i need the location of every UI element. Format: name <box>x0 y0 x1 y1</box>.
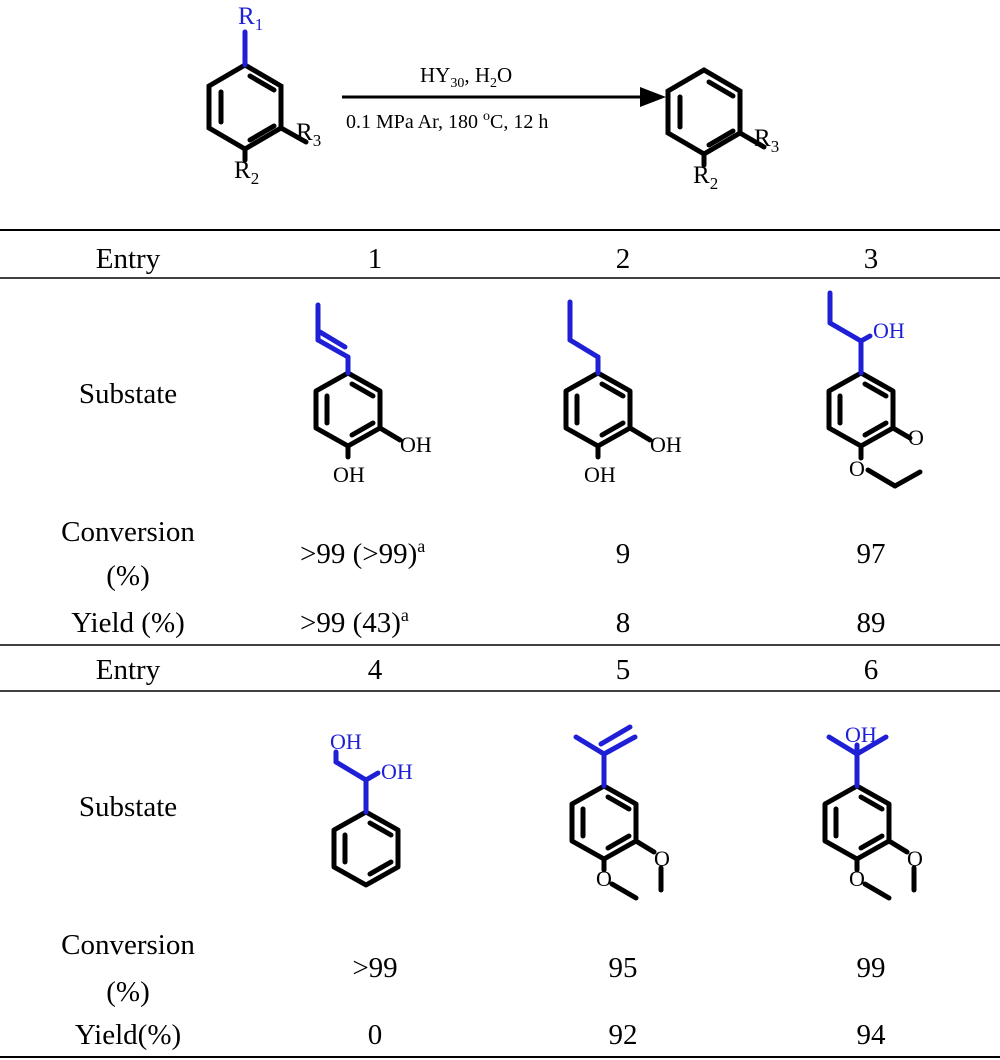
block-1-values: 1 2 3 >99 (>99)a 9 97 >99 (43)a 8 89 <box>300 243 886 639</box>
product-r2-label: R2 <box>693 162 718 193</box>
substrate-3-structure <box>826 290 923 489</box>
substrate-5-structure <box>569 724 664 901</box>
entry-4: 4 <box>368 654 383 686</box>
entry-3: 3 <box>864 243 879 275</box>
reagent-line-1: HY30, H2O <box>420 63 512 91</box>
substrate-6-structure <box>822 734 917 901</box>
block-2-values: 4 5 6 >99 95 99 0 92 94 <box>352 654 886 1051</box>
reaction-arrow <box>342 87 666 107</box>
conversion-6: 99 <box>857 952 886 984</box>
entry-1: 1 <box>368 243 383 275</box>
entry-5: 5 <box>616 654 631 686</box>
reagent-line-2: 0.1 MPa Ar, 180 oC, 12 h <box>346 109 548 133</box>
conversion-5: 95 <box>609 952 638 984</box>
substrate-4-structure <box>331 749 401 888</box>
reactant-r3-label: R3 <box>296 119 321 150</box>
conversion-label-1a: Conversion <box>61 516 195 548</box>
conversion-label-1b: (%) <box>106 560 149 592</box>
substrate-3-oh: OH <box>873 318 905 343</box>
substrate-6-o-b: O <box>849 866 865 891</box>
substrate-2-oh-a: OH <box>650 432 682 457</box>
substrate-5-o-b: O <box>596 866 612 891</box>
table-rules <box>0 229 1000 1058</box>
reactant-r1-label: R1 <box>238 3 263 34</box>
conversion-2: 9 <box>616 538 631 570</box>
reactant-structure <box>206 29 309 163</box>
yield-2: 8 <box>616 607 631 639</box>
yield-5: 92 <box>609 1019 638 1051</box>
substrate-3-o-b: O <box>849 456 865 481</box>
yield-4: 0 <box>368 1019 383 1051</box>
substrate-6-oh: OH <box>845 722 877 747</box>
entry-6: 6 <box>864 654 879 686</box>
substrate-4-oh-a: OH <box>330 729 362 754</box>
reactant-r2-label: R2 <box>234 157 259 188</box>
entry-label-1: Entry <box>96 243 161 275</box>
substrate-1-structure <box>313 302 403 460</box>
row-labels: Entry Substate Conversion (%) Yield (%) … <box>61 243 195 1051</box>
substrate-label-2: Substate <box>79 791 177 823</box>
substrate-4-oh-b: OH <box>381 759 413 784</box>
conversion-3: 97 <box>857 538 886 570</box>
substrate-3-o-a: O <box>908 425 924 450</box>
reaction-scheme: R1 R3 R2 HY30, H2O 0.1 MPa Ar, 180 oC, 1… <box>206 3 779 193</box>
substrate-1-oh-b: OH <box>333 462 365 487</box>
entry-2: 2 <box>616 243 631 275</box>
substrate-2-structure <box>563 299 653 460</box>
yield-6: 94 <box>857 1019 887 1051</box>
yield-label-1: Yield (%) <box>71 607 185 639</box>
product-r3-label: R3 <box>754 125 779 156</box>
substrate-label-1: Substate <box>79 378 177 410</box>
yield-3: 89 <box>857 607 886 639</box>
substrate-5-o-a: O <box>654 846 670 871</box>
conversion-label-2b: (%) <box>106 976 149 1008</box>
entry-label-2: Entry <box>96 654 161 686</box>
conversion-1: >99 (>99)a <box>300 536 425 570</box>
conversion-label-2a: Conversion <box>61 929 195 961</box>
substrate-1-oh-a: OH <box>400 432 432 457</box>
conversion-4: >99 <box>352 952 397 984</box>
substrate-6-o-a: O <box>907 846 923 871</box>
yield-label-2: Yield(%) <box>75 1019 181 1051</box>
substrate-2-oh-b: OH <box>584 462 616 487</box>
yield-1: >99 (43)a <box>300 605 409 639</box>
product-structure <box>665 67 767 168</box>
